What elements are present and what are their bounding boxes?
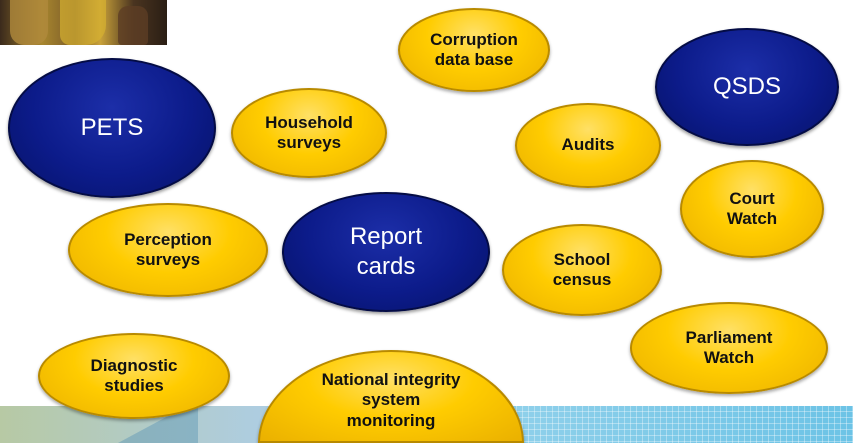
- bubble-label: School census: [552, 249, 612, 289]
- header-photo: [0, 0, 167, 45]
- bubble-perception-surveys: Perception surveys: [68, 203, 268, 297]
- bubble-label: Audits: [561, 135, 615, 155]
- bubble-report-cards: Report cards: [282, 192, 490, 312]
- bubble-household-surveys: Household surveys: [231, 88, 387, 178]
- bubble-label: Corruption data base: [430, 29, 518, 69]
- bubble-label: Perception surveys: [124, 229, 212, 269]
- bubble-diagnostic-studies: Diagnostic studies: [38, 333, 230, 419]
- bubble-pets: PETS: [8, 58, 216, 198]
- photo-figure: [10, 0, 48, 45]
- bubble-label: QSDS: [712, 73, 781, 100]
- bubble-label: Diagnostic studies: [90, 355, 178, 395]
- bubble-label: PETS: [80, 114, 144, 141]
- bubble-parliament-watch: Parliament Watch: [630, 302, 828, 394]
- bubble-school-census: School census: [502, 224, 662, 316]
- bubble-label: Report cards: [349, 223, 423, 280]
- bubble-audits: Audits: [515, 103, 661, 188]
- bubble-court-watch: Court Watch: [680, 160, 824, 258]
- bubble-label: Court Watch: [726, 188, 778, 228]
- bubble-corruption-database: Corruption data base: [398, 8, 550, 92]
- bubble-label: Household surveys: [265, 112, 353, 152]
- bubble-national-integrity: National integrity system monitoring: [258, 350, 524, 443]
- bubble-label: National integrity system monitoring: [321, 369, 461, 430]
- photo-figure: [60, 0, 106, 45]
- bubble-label: Parliament Watch: [685, 327, 773, 367]
- photo-figure: [118, 6, 148, 45]
- bubble-qsds: QSDS: [655, 28, 839, 146]
